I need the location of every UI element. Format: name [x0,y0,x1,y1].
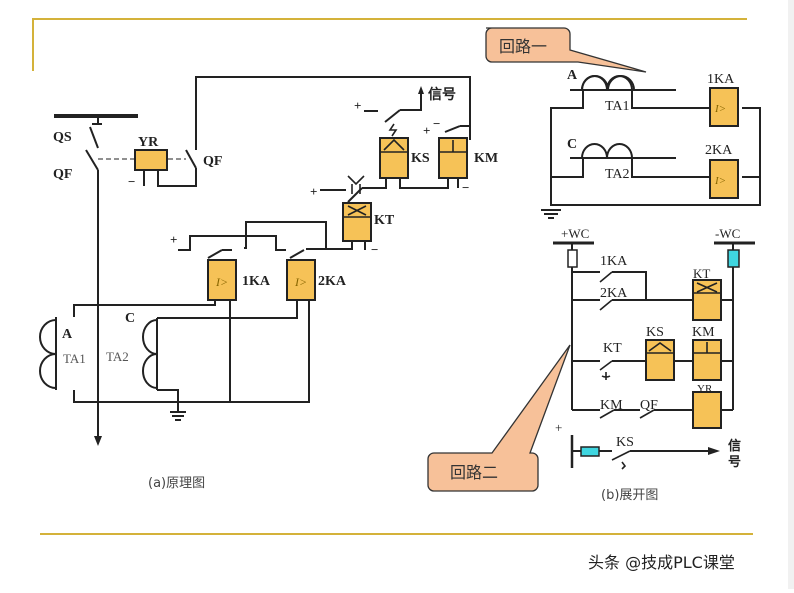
kt-coil-minus: − [371,242,378,257]
label-phase-c-right: C [567,137,577,152]
qf-aux-contact [185,149,197,169]
ks-relay [379,137,409,179]
ka1-contact [207,249,223,259]
callout-loop-one: 回路一 [485,27,647,73]
label-signal: 信号 [428,86,456,103]
label-ta2-left: TA2 [106,349,129,364]
schematic-ct-circuit: A TA1 I> 1KA C TA2 I> 2KA [541,68,761,219]
feeder-arrow-icon [94,436,102,446]
label-ks-contact-b: KS [616,435,634,450]
1ka-symbol-icon-b: I> [714,103,726,115]
label-qs: QS [53,130,72,145]
ta1-coil-a [39,319,57,389]
ka2-contact [289,249,305,259]
slide-frame [32,18,753,535]
label-kt: KT [374,213,395,228]
label-yr-coil-b: YR [697,383,713,395]
label-signal-1: 信 [728,438,741,454]
label-qf-right: QF [203,154,222,169]
label-qf-contact-b: QF [640,398,658,413]
caption-b: (b)展开图 [601,488,658,503]
ground-icon-b [541,209,561,219]
ka1-symbol-icon: I> [215,275,228,289]
callout-loop-two-text: 回路二 [450,463,498,482]
label-km-coil-b: KM [692,325,715,340]
signal-plus-sign: + [555,420,562,435]
label-ta1-right: TA1 [605,99,630,114]
qf-contact-b [639,409,655,419]
yr-minus-sign: − [128,174,135,189]
qs-switch [89,126,99,149]
callout-loop-two: 回路二 [427,344,571,492]
watermark: 头条 @技成PLC课堂 [588,553,735,572]
label-1ka-b: 1KA [707,72,735,87]
kt-contact-b [599,360,613,371]
kt-relay [342,202,372,242]
label-km: KM [474,151,498,166]
ground-icon-a [170,411,186,421]
signal-arrow-icon [418,86,424,94]
label-ks-coil-b: KS [646,325,664,340]
label-2ka-contact: 2KA [600,286,628,301]
2ka-contact-b [599,299,613,311]
fuse-signal [580,446,600,457]
km-contact [444,125,461,133]
label-kt-coil-b: KT [693,266,710,281]
ta2-coil-b [581,143,633,159]
label-signal-2: 号 [728,455,741,470]
fuse-plus-wc [567,249,578,268]
fuse-minus-wc [727,249,740,268]
ka2-relay [286,259,316,301]
label-2ka-b: 2KA [705,143,733,158]
qf-switch [85,149,99,171]
2ka-relay-b [709,159,739,199]
ka1-relay [207,259,237,301]
label-2ka: 2KA [318,274,347,289]
label-phase-c-left: C [125,311,135,326]
label-minus-wc: -WC [715,226,740,241]
ks-contact [384,109,401,123]
1ka-contact-b [599,271,613,283]
kt-relay-b [692,279,722,321]
2ka-symbol-icon-b: I> [714,175,726,187]
label-ta1-left: TA1 [63,351,86,366]
1ka-relay-b [709,87,739,127]
label-plus-wc: +WC [561,226,589,241]
schematic-b: +WC -WC 1KA 2KA KT KT KS [553,226,755,503]
label-1ka-contact: 1KA [600,254,628,269]
ka-plus-sign: + [170,232,177,247]
km-contact-b [599,409,615,419]
signal-arrow-icon-b [708,447,720,455]
ks-plus-sign: + [354,98,361,113]
label-1ka: 1KA [242,274,271,289]
ta1-coil-b [581,75,633,91]
km-plus-sign: + [423,123,430,138]
ka2-symbol-icon: I> [294,275,307,289]
scrollbar[interactable] [788,0,794,589]
yr-coil [134,149,168,171]
label-phase-a-right: A [567,68,578,83]
label-ks: KS [411,151,430,166]
schematic-a: QS QF YR − QF + 信号 KS + − [39,76,498,491]
kt-plus-sign: + [310,184,317,199]
km-minus-sign: − [433,116,440,131]
caption-a: (a)原理图 [148,476,205,491]
label-ta2-right: TA2 [605,167,630,182]
callout-loop-one-text: 回路一 [499,37,547,56]
ks-contact-b [611,450,631,461]
yr-coil-b [692,391,722,429]
ks-relay-b [645,339,675,381]
label-yr: YR [138,135,159,150]
label-phase-a-left: A [62,327,73,342]
km-coil-minus: − [462,180,469,195]
ta2-coil-a [142,319,158,389]
label-kt-contact-b: KT [603,341,622,356]
label-qf-left: QF [53,167,72,182]
